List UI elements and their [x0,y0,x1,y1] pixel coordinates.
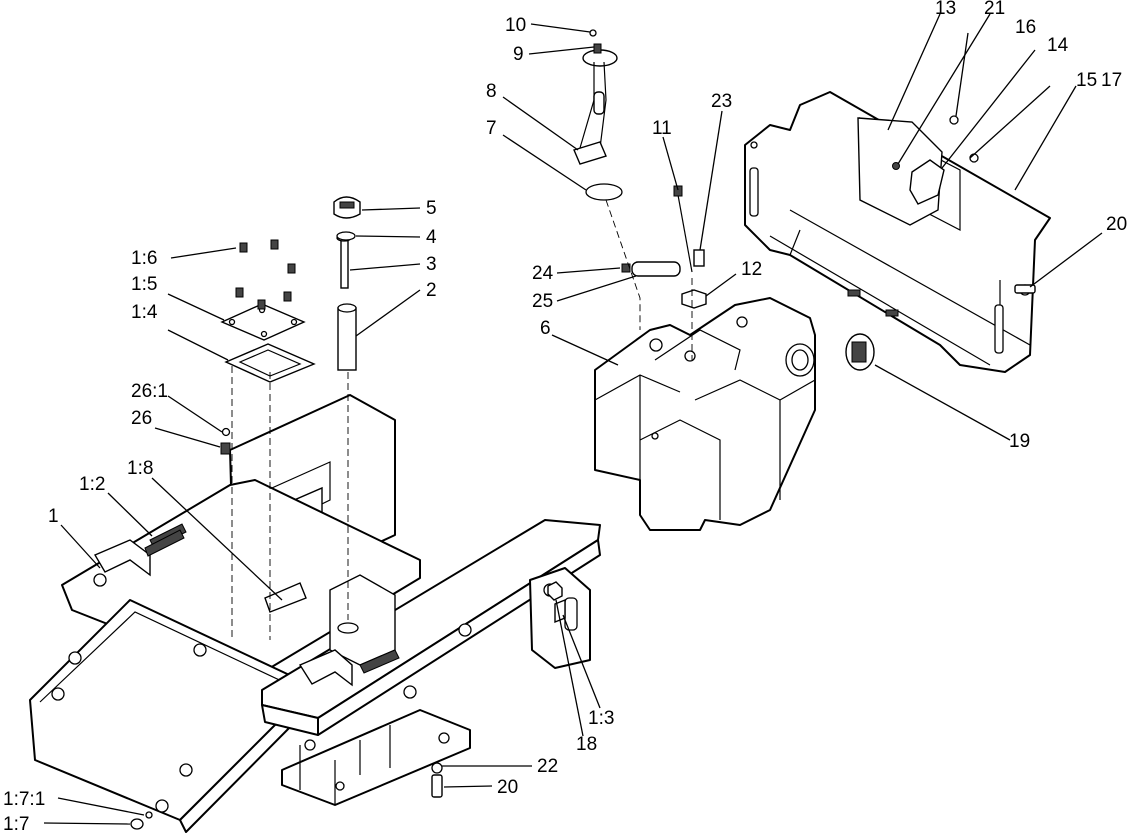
callout-21: 21 [984,0,1005,19]
gasket-1-4 [224,343,316,383]
callout-1-2: 1:2 [79,474,105,495]
callout-26: 26 [131,408,152,429]
callout-17: 17 [1101,70,1122,91]
callout-1-3: 1:3 [588,708,614,729]
callout-1: 1 [48,506,59,527]
callout-26-1: 26:1 [131,381,168,402]
callout-9: 9 [513,44,524,65]
callout-11: 11 [652,118,672,139]
plug-1-7 [130,818,144,830]
screw-9 [593,43,602,54]
callout-22: 22 [537,756,558,777]
callout-5: 5 [426,198,437,219]
callout-1-7: 1:7 [3,814,29,835]
vent-line-11 [673,185,693,273]
callout-4: 4 [426,227,437,248]
fuel-tank-6 [594,297,816,531]
grommet-12 [681,289,707,309]
callout-1-8: 1:8 [127,458,153,479]
nut-18 [547,581,563,601]
washer-22 [431,762,443,774]
decal-1-2 [144,529,185,557]
callout-8: 8 [486,81,497,102]
callout-20-lower: 20 [497,777,518,798]
callout-19: 19 [1009,431,1030,452]
tank-cap-19 [845,333,875,371]
fuel-cap-5 [333,196,361,219]
elbow-23 [693,249,705,267]
callout-20-shroud: 20 [1106,214,1127,235]
callout-labels: 1 1:2 1:3 1:4 1:5 1:6 1:7 1:7:1 1:8 2 3 … [3,0,1127,835]
washer-1-7-1 [145,811,153,819]
callout-25: 25 [532,291,553,312]
o-ring-4 [336,231,356,241]
washer-26-1 [221,427,231,437]
callout-3: 3 [426,254,437,275]
callout-16: 16 [1015,17,1036,38]
assembly-guides [231,199,693,640]
callout-1-6: 1:6 [131,248,157,269]
callout-2: 2 [426,280,437,301]
leader-lines [43,13,1103,825]
bolt-20-lower [431,774,443,798]
callout-1-7-1: 1:7:1 [3,789,45,810]
screw-10 [589,29,597,37]
callout-1-4: 1:4 [131,302,158,323]
flange-7 [585,183,623,201]
callout-7: 7 [486,118,497,139]
callout-24: 24 [532,263,554,284]
screw-16 [949,115,959,125]
callout-10: 10 [505,15,526,36]
callout-1-5: 1:5 [131,274,157,295]
callout-6: 6 [540,318,551,339]
screws-1-6 [235,239,296,310]
fuel-neck-2 [337,303,357,371]
latch-14 [909,159,945,205]
callout-12: 12 [741,259,762,280]
callout-13: 13 [935,0,956,19]
screw-21 [892,162,900,170]
bracket-1-8 [264,582,307,613]
callout-14: 14 [1047,35,1069,56]
callout-15: 15 [1076,70,1097,91]
strainer-3 [336,234,352,289]
callout-18: 18 [576,734,597,755]
callout-23: 23 [711,91,732,112]
hose-25 [631,261,681,277]
screw-26 [220,442,231,455]
fuel-sender-8 [573,49,618,165]
